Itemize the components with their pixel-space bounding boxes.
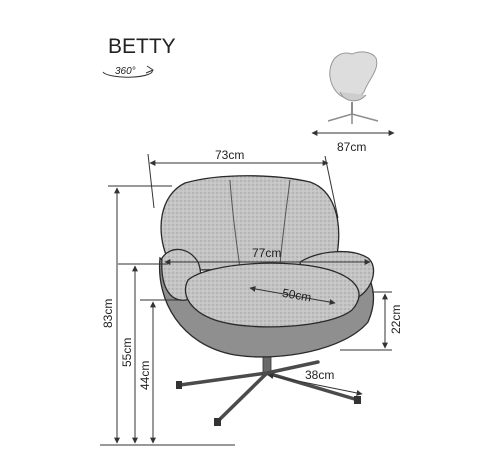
chair-base: [176, 354, 361, 426]
seat-cushion: [184, 262, 360, 328]
diagonal-width-label: 77cm: [252, 246, 281, 260]
seat-base-height-label: 44cm: [138, 361, 152, 390]
seat-depth-label: 50cm: [281, 286, 312, 305]
top-width-label: 73cm: [215, 148, 244, 162]
rotate-360-icon: 360°: [102, 65, 155, 78]
seat-depth-line: [249, 285, 336, 306]
product-title: BETTY: [108, 35, 176, 58]
seat-side-height-label: 22cm: [389, 305, 403, 334]
total-height-label: 83cm: [101, 299, 115, 328]
rotation-label: 360°: [115, 66, 136, 77]
thumb-width-label: 87cm: [337, 140, 366, 154]
seat-height-label: 55cm: [120, 338, 134, 367]
base-radius-label: 38cm: [305, 368, 334, 382]
thumbnail-chair: [327, 51, 379, 124]
base-radius-line: [267, 373, 363, 396]
chair-backrest: [160, 175, 340, 271]
